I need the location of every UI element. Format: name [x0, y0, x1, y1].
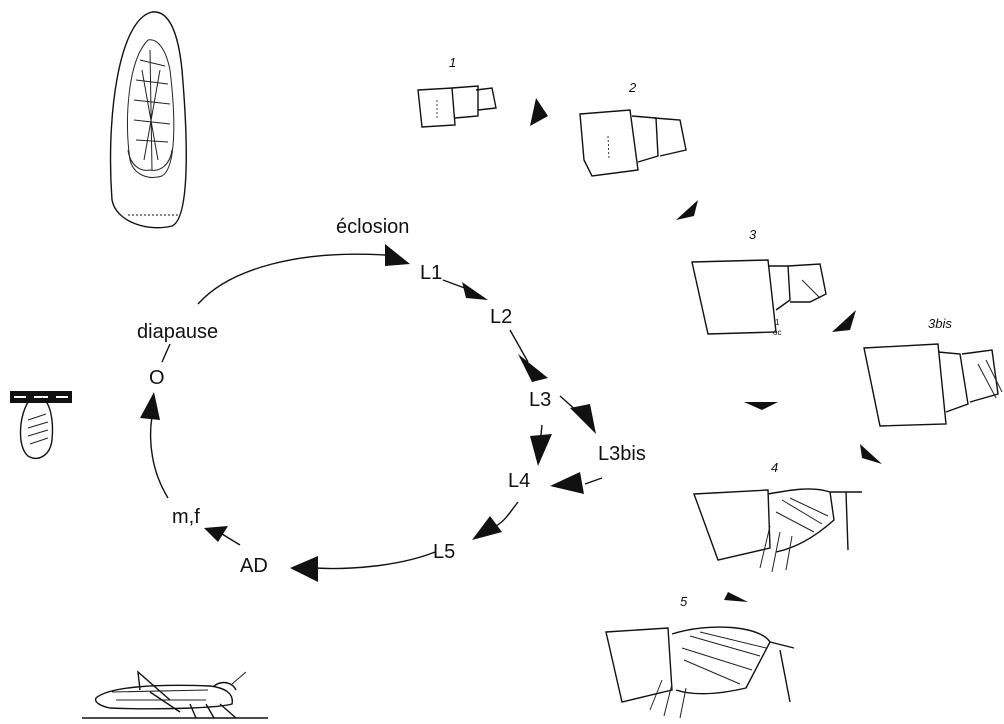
arrowhead: [385, 244, 410, 266]
sketch-label-4: 4: [771, 460, 778, 475]
sketch-label-3bis: 3bis: [928, 316, 952, 331]
egg-pod-illustration: [109, 11, 187, 229]
arrowhead: [570, 404, 596, 434]
arrowhead: [462, 282, 488, 300]
arrowhead: [860, 444, 882, 464]
label-sexes: m,f: [172, 506, 200, 528]
arrowhead: [140, 392, 160, 420]
sketch-tiny-mark-sub: oc: [773, 328, 781, 337]
sketch-label-1: 1: [449, 55, 456, 70]
sketch-stage-3bis: [863, 343, 1003, 427]
arrowhead: [518, 354, 548, 382]
arrowhead: [472, 516, 502, 540]
arrowhead: [832, 310, 856, 332]
arrowhead: [550, 472, 584, 494]
sketch-stage-1: [417, 85, 497, 128]
sketch-label-3: 3: [749, 227, 757, 242]
adult-grasshopper-illustration: [82, 670, 268, 719]
label-hatching: éclosion: [336, 216, 409, 238]
sketch-tiny-mark: 1: [775, 318, 780, 327]
label-stage-l1: L1: [420, 262, 442, 284]
label-stage-l5: L5: [433, 541, 455, 563]
sketch-stage-4: [693, 488, 862, 573]
arrowhead: [676, 200, 698, 220]
label-egg: O: [149, 367, 165, 389]
arrowhead: [530, 98, 548, 126]
sketch-stage-3: [691, 259, 827, 335]
sketch-label-5: 5: [680, 594, 688, 609]
cycle-arcs: [149, 253, 603, 570]
label-stage-l3: L3: [529, 389, 551, 411]
label-stage-l3bis: L3bis: [598, 443, 646, 465]
label-diapause: diapause: [137, 321, 218, 343]
sketch-label-2: 2: [628, 80, 637, 95]
arrowhead: [204, 526, 228, 542]
sketch-stage-2: [579, 109, 687, 177]
egg-pod-in-soil-illustration: [10, 391, 72, 459]
label-stage-l2: L2: [490, 306, 512, 328]
arrowhead: [724, 592, 748, 602]
cycle-arrowheads: [140, 244, 596, 582]
sketch-stage-5: [605, 626, 795, 719]
label-adult: AD: [240, 555, 268, 577]
arrowhead: [744, 402, 778, 410]
arrowhead: [530, 434, 552, 466]
arrowhead: [290, 556, 318, 582]
label-stage-l4: L4: [508, 470, 530, 492]
